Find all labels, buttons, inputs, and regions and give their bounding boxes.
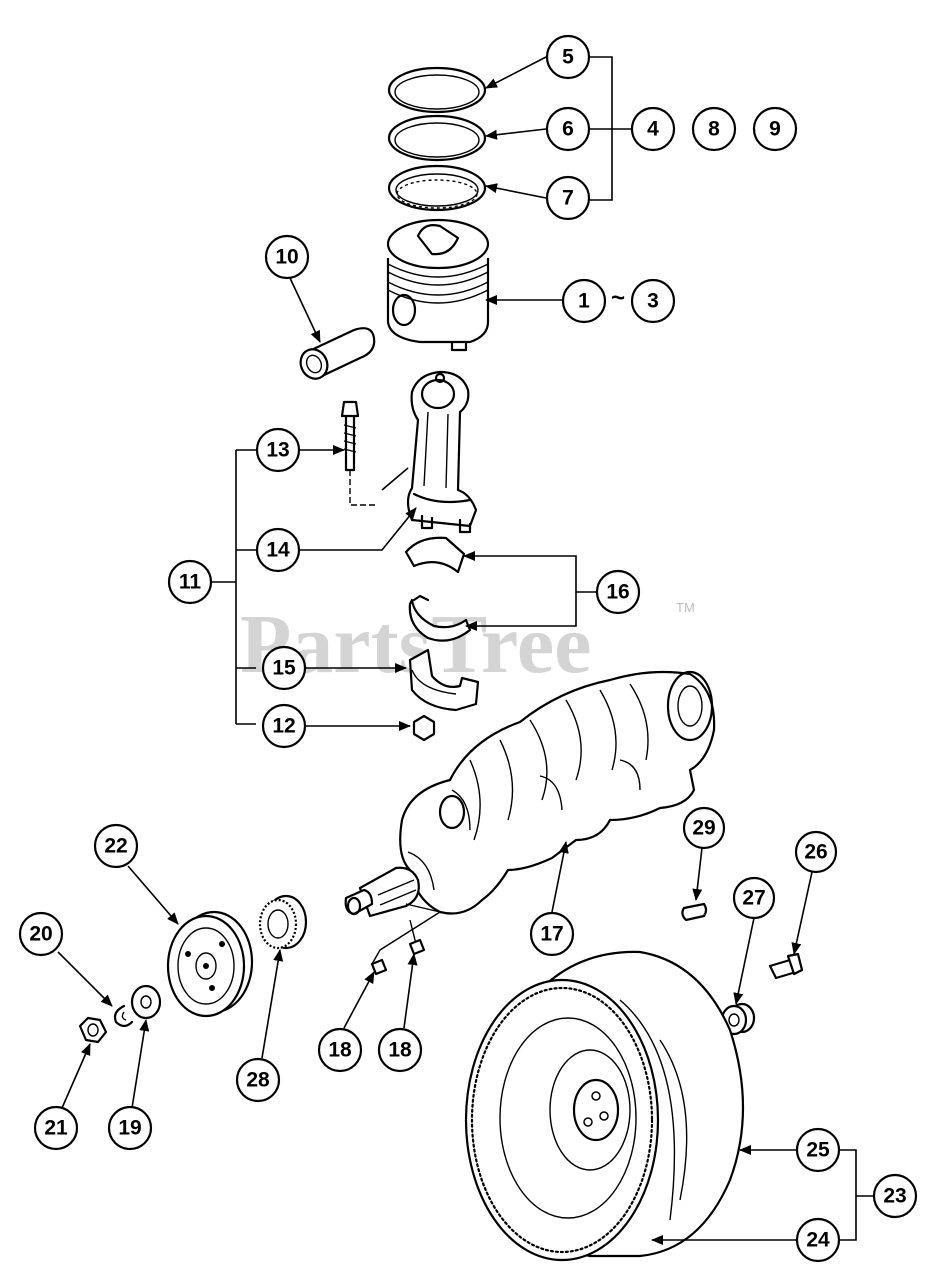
callout-9: 9 — [752, 106, 798, 152]
callout-label: 29 — [692, 817, 715, 840]
crankshaft — [344, 670, 716, 965]
callout-6: 6 — [545, 106, 591, 152]
callout-label: 25 — [806, 1139, 830, 1162]
washer — [130, 984, 162, 1020]
callout-label: 18 — [388, 1039, 412, 1062]
callout-label: 13 — [266, 439, 289, 462]
callout-29: 29 — [682, 806, 726, 850]
callout-label: 11 — [179, 571, 202, 594]
callout-27: 27 — [732, 876, 776, 920]
flywheel — [464, 950, 745, 1262]
callout-label: 8 — [708, 118, 720, 141]
callout-28: 28 — [235, 1057, 281, 1103]
callout-label: 3 — [647, 290, 659, 313]
flywheel-bolt — [768, 952, 804, 980]
connecting-rod-bearing-upper — [404, 536, 466, 574]
callout-label: 9 — [769, 118, 781, 141]
piston-pin — [299, 327, 376, 380]
callout-label: 24 — [806, 1229, 830, 1252]
callout-13: 13 — [255, 427, 301, 473]
snap-ring — [113, 1004, 134, 1028]
callout-label: 21 — [44, 1117, 68, 1140]
callout-21: 21 — [33, 1105, 79, 1151]
callout-12: 12 — [261, 703, 307, 749]
connecting-rod — [381, 370, 478, 534]
callout-7: 7 — [545, 175, 591, 221]
callout-label: 7 — [562, 187, 574, 210]
callout-label: 28 — [246, 1069, 270, 1092]
piston-ring-second — [387, 114, 487, 162]
callout-label: 4 — [647, 118, 659, 141]
callout-label: 10 — [275, 246, 298, 269]
piston-ring-oil — [387, 164, 487, 212]
callout-26: 26 — [794, 830, 838, 874]
callout-18-a: 18 — [317, 1027, 363, 1073]
woodruff-key-a — [370, 958, 388, 976]
callout-19: 19 — [107, 1105, 153, 1151]
callout-4: 4 — [630, 106, 676, 152]
piston — [386, 218, 490, 352]
connecting-rod-nut — [412, 714, 436, 742]
callout-label: 17 — [540, 923, 563, 946]
crankshaft-gear — [258, 894, 308, 950]
range-separator: ~ — [611, 285, 625, 312]
callout-label: 12 — [272, 715, 295, 738]
callout-label: 22 — [104, 835, 127, 858]
piston-ring-top — [387, 66, 487, 114]
pulley-nut — [78, 1016, 108, 1044]
woodruff-key-b — [408, 938, 426, 956]
connecting-rod-bolt — [340, 400, 378, 506]
callout-5: 5 — [545, 34, 591, 80]
callout-24: 24 — [795, 1217, 841, 1263]
connecting-rod-cap — [408, 648, 480, 712]
callout-label: 23 — [883, 1185, 906, 1208]
callout-23: 23 — [872, 1173, 918, 1219]
leader-lines — [57, 56, 874, 1245]
callout-20: 20 — [18, 911, 64, 957]
callout-label: 6 — [562, 118, 574, 141]
callout-label: 18 — [328, 1039, 352, 1062]
callout-label: 5 — [562, 46, 574, 69]
dowel-pin — [681, 902, 708, 922]
callout-label: 27 — [742, 887, 765, 910]
callout-22: 22 — [93, 823, 139, 869]
callout-label: 16 — [606, 581, 629, 604]
watermark-trademark: TM — [676, 600, 695, 615]
callout-8: 8 — [691, 106, 737, 152]
callout-label: 19 — [118, 1117, 141, 1140]
callout-1: 1 — [561, 278, 607, 324]
callout-3: 3 — [630, 278, 676, 324]
callout-label: 15 — [272, 657, 296, 680]
callout-17: 17 — [529, 911, 575, 957]
callout-18-b: 18 — [377, 1027, 423, 1073]
callout-label: 14 — [266, 539, 290, 562]
callout-label: 20 — [29, 923, 52, 946]
callout-15: 15 — [261, 645, 307, 691]
callout-10: 10 — [264, 234, 310, 280]
callout-25: 25 — [795, 1127, 841, 1173]
callout-14: 14 — [255, 527, 301, 573]
callout-label: 26 — [804, 841, 827, 864]
crankshaft-pulley — [166, 910, 254, 1018]
callout-label: 1 — [578, 290, 590, 313]
callout-16: 16 — [595, 569, 641, 615]
callout-11: 11 — [167, 559, 213, 605]
